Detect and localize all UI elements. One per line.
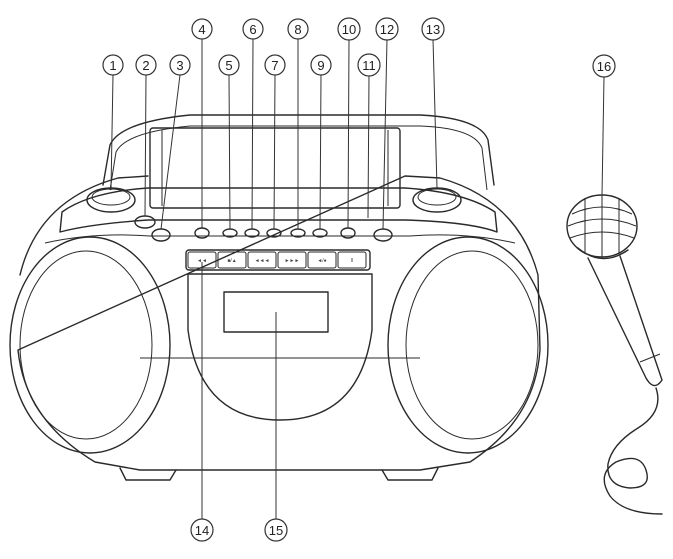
cassette-button-label[interactable]: ◄◄◄ bbox=[255, 258, 270, 264]
microphone-handle bbox=[587, 255, 663, 387]
svg-text:15: 15 bbox=[269, 523, 283, 538]
svg-text:10: 10 bbox=[342, 22, 356, 37]
callout-15: 15 bbox=[264, 518, 288, 542]
callout-8: 8 bbox=[287, 18, 309, 40]
callout-9: 9 bbox=[310, 54, 332, 76]
svg-text:3: 3 bbox=[176, 58, 183, 73]
cassette-button-label[interactable]: ◄/● bbox=[317, 258, 326, 264]
callout-6: 6 bbox=[242, 18, 264, 40]
svg-text:12: 12 bbox=[380, 22, 394, 37]
svg-text:1: 1 bbox=[109, 58, 116, 73]
callout-16: 16 bbox=[592, 54, 616, 78]
band-switch[interactable] bbox=[373, 228, 393, 242]
callout-12: 12 bbox=[375, 17, 399, 41]
svg-text:5: 5 bbox=[225, 58, 232, 73]
left-speaker bbox=[9, 236, 171, 454]
svg-text:14: 14 bbox=[195, 523, 209, 538]
callout-7: 7 bbox=[264, 54, 286, 76]
volume-knob[interactable] bbox=[86, 187, 136, 213]
svg-text:2: 2 bbox=[142, 58, 149, 73]
callout-14: 14 bbox=[190, 518, 214, 542]
right-speaker bbox=[387, 236, 549, 454]
callout-3: 3 bbox=[169, 54, 191, 76]
cassette-button-label[interactable]: II bbox=[351, 258, 354, 264]
cassette-door bbox=[187, 273, 373, 421]
microphone-cable bbox=[603, 387, 663, 515]
svg-text:4: 4 bbox=[198, 22, 205, 37]
callout-4: 4 bbox=[191, 18, 213, 40]
cassette-button-label[interactable]: ■/▲ bbox=[227, 258, 236, 264]
function-switch[interactable] bbox=[151, 228, 171, 242]
cassette-button-label[interactable]: ◄◄ bbox=[197, 258, 207, 264]
microphone bbox=[566, 194, 663, 515]
callout-13: 13 bbox=[421, 17, 445, 41]
callout-5: 5 bbox=[218, 54, 240, 76]
svg-text:13: 13 bbox=[426, 22, 440, 37]
callout-2: 2 bbox=[135, 54, 157, 76]
cassette-button-strip: ◄◄ ■/▲ ◄◄◄ ►►► ◄/● II bbox=[185, 249, 371, 271]
svg-text:9: 9 bbox=[317, 58, 324, 73]
callout-10: 10 bbox=[337, 17, 361, 41]
callout-11: 11 bbox=[357, 53, 381, 77]
mic-volume-knob[interactable] bbox=[134, 215, 156, 229]
boombox: ◄◄ ■/▲ ◄◄◄ ►►► ◄/● II bbox=[9, 114, 549, 481]
callout-1: 1 bbox=[102, 54, 124, 76]
svg-text:8: 8 bbox=[294, 22, 301, 37]
cassette-button-label[interactable]: ►►► bbox=[285, 258, 300, 264]
leader-lines bbox=[110, 38, 605, 519]
svg-text:7: 7 bbox=[271, 58, 278, 73]
svg-text:11: 11 bbox=[362, 58, 376, 73]
svg-text:16: 16 bbox=[597, 59, 611, 74]
svg-text:6: 6 bbox=[249, 22, 256, 37]
